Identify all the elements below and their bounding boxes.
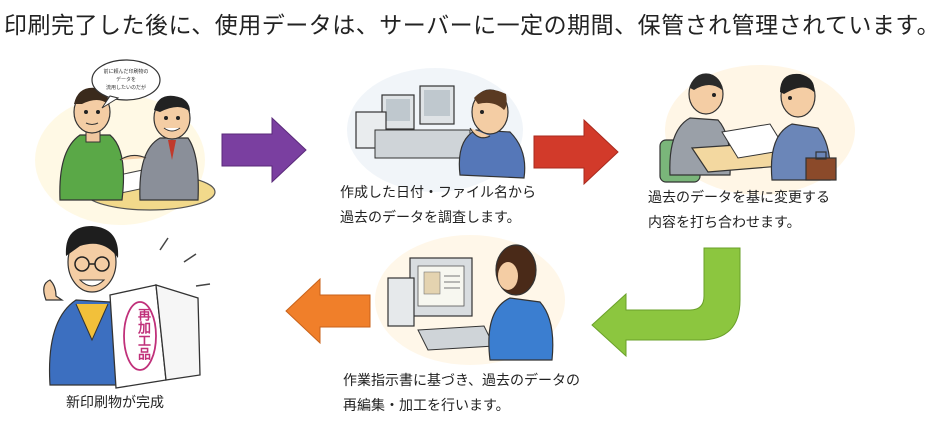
stamp-oval bbox=[123, 301, 157, 371]
caption-line: 過去のデータを基に変更する bbox=[648, 190, 830, 206]
arrow-right-red bbox=[533, 118, 619, 186]
step-caption-search: 作成した日付・ファイル名から 過去のデータを調査します。 bbox=[340, 181, 536, 231]
speech-line-2: データを bbox=[116, 76, 136, 83]
illustration-reediting bbox=[375, 235, 565, 365]
arrow-curved-green bbox=[591, 247, 741, 358]
illustration-completed-print bbox=[43, 226, 211, 389]
illustration-customer-request: 前に頼んだ印刷物の データを 流用したいのだが bbox=[35, 59, 216, 225]
step-caption-reedit: 作業指示書に基づき、過去のデータの 再編集・加工を行います。 bbox=[343, 369, 580, 419]
headline: 印刷完了した後に、使用データは、サーバーに一定の期間、保管され管理されています。 bbox=[4, 13, 940, 39]
caption-line: 作業指示書に基づき、過去のデータの bbox=[343, 373, 581, 389]
arrow-left-orange bbox=[285, 277, 371, 345]
speech-line-3: 流用したいのだが bbox=[106, 84, 146, 91]
step-caption-complete: 新印刷物が完成 bbox=[66, 391, 164, 416]
stamp-text: 再加工品 bbox=[135, 308, 150, 360]
caption-line: 作成した日付・ファイル名から bbox=[340, 185, 536, 201]
caption-line: 内容を打ち合わせます。 bbox=[648, 215, 801, 231]
caption-line: 再編集・加工を行います。 bbox=[343, 398, 510, 414]
speech-bubble bbox=[91, 59, 161, 101]
illustration-meeting bbox=[659, 65, 855, 195]
caption-line: 新印刷物が完成 bbox=[66, 395, 164, 411]
speech-line-1: 前に頼んだ印刷物の bbox=[103, 68, 148, 75]
arrow-right-purple bbox=[221, 116, 307, 184]
caption-line: 過去のデータを調査します。 bbox=[340, 210, 521, 226]
illustration-data-search bbox=[347, 68, 526, 192]
step-caption-meeting: 過去のデータを基に変更する 内容を打ち合わせます。 bbox=[648, 186, 830, 236]
